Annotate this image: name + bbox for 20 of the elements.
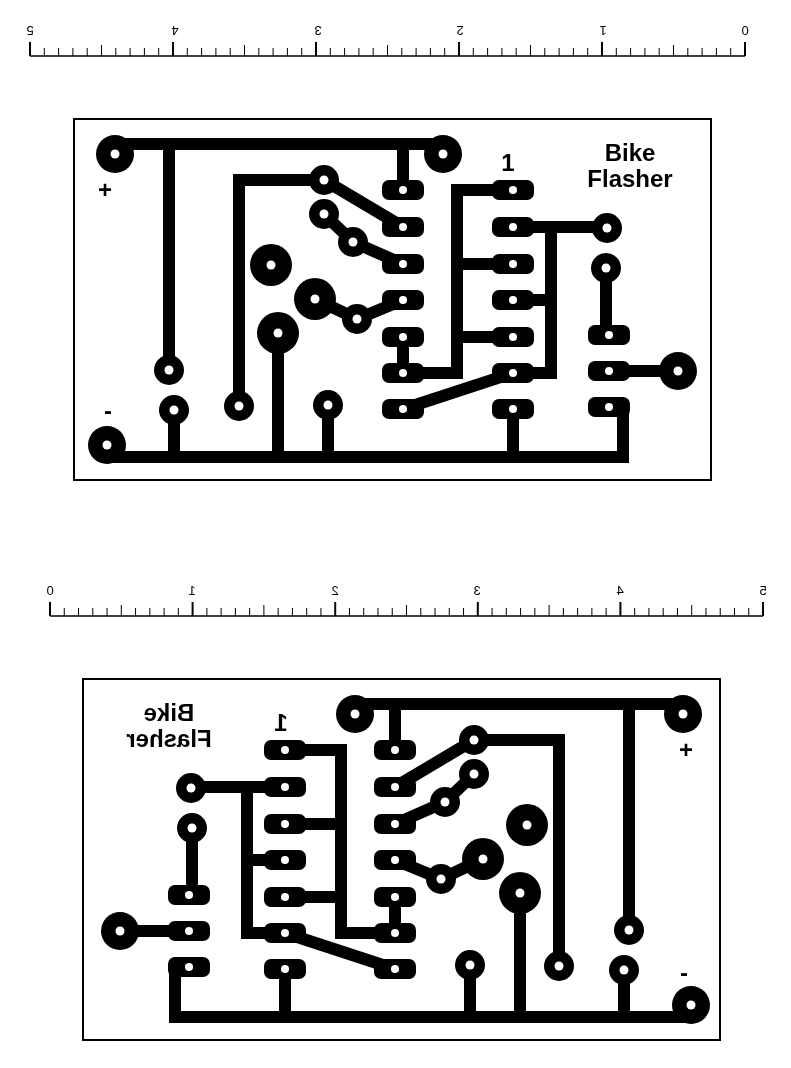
ruler-number: 1 [598,24,608,37]
ruler-number: 0 [740,24,750,37]
board-title: Bike Flasher [586,140,674,192]
ruler-number: 5 [758,584,768,597]
board-marking: + [97,178,113,202]
board-marking: 1 [500,151,516,175]
board-title: Bike Flasher [125,700,213,752]
board-marking: - [103,399,113,423]
ruler-number: 4 [615,584,625,597]
board-marking: + [678,738,694,762]
ruler-number: 3 [472,584,482,597]
ruler-number: 5 [25,24,35,37]
board-marking: 1 [273,711,289,735]
ruler-number: 2 [330,584,340,597]
ruler-number: 1 [187,584,197,597]
board-marking: - [679,961,689,985]
ruler-number: 4 [170,24,180,37]
ruler-number: 2 [455,24,465,37]
ruler-number: 0 [45,584,55,597]
ruler-number: 3 [313,24,323,37]
